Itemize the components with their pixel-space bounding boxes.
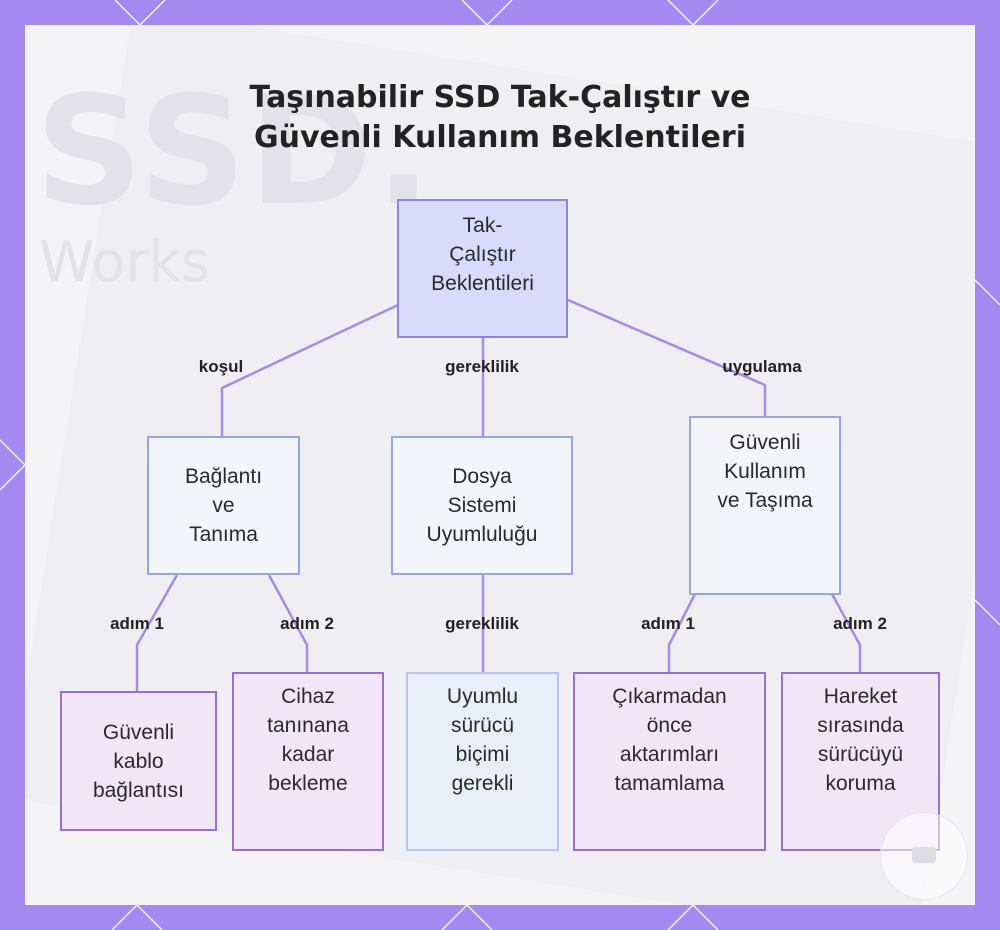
- edge-label-step-2-right: adım 2: [833, 614, 887, 633]
- logo-badge-icon: [880, 812, 968, 900]
- edge-connection-wait: [267, 574, 309, 672]
- node-finish-transfers: Çıkarmadan önce aktarımları tamamlama: [573, 672, 766, 851]
- node-secure-cable: Güvenli kablo bağlantısı: [60, 691, 217, 831]
- edge-label-step-1-left: adım 1: [110, 614, 164, 633]
- edge-connection-cable: [135, 574, 179, 692]
- edge-label-requirement-bottom: gereklilik: [445, 614, 519, 633]
- edge-safe-use-protect: [830, 593, 862, 672]
- node-root-plug-and-play: Tak- Çalıştır Beklentileri: [397, 199, 568, 338]
- node-compatible-format: Uyumlu sürücü biçimi gerekli: [406, 672, 559, 851]
- edge-label-application: uygulama: [722, 357, 802, 376]
- node-connection-recognition: Bağlantı ve Tanıma: [147, 436, 300, 575]
- title-line-2: Güvenli Kullanım Beklentileri: [254, 120, 746, 155]
- background-watermark-title: SSD.: [35, 65, 434, 239]
- edge-label-condition: koşul: [198, 357, 244, 376]
- diagram-title: Taşınabilir SSD Tak-Çalıştır ve Güvenli …: [200, 78, 800, 158]
- edge-root-connection: [220, 303, 399, 436]
- node-safe-use-transport: Güvenli Kullanım ve Taşıma: [689, 416, 841, 595]
- node-wait-recognition: Cihaz tanınana kadar bekleme: [232, 672, 384, 851]
- edge-safe-use-finish: [667, 593, 697, 672]
- edge-label-step-2-left: adım 2: [280, 614, 334, 633]
- background-watermark-subtitle: Works: [39, 230, 210, 295]
- edge-label-requirement-top: gereklilik: [445, 357, 519, 376]
- node-filesystem-compatibility: Dosya Sistemi Uyumluluğu: [391, 436, 573, 575]
- title-line-1: Taşınabilir SSD Tak-Çalıştır ve: [249, 80, 751, 115]
- edge-label-step-1-right: adım 1: [641, 614, 695, 633]
- edge-root-safe-use: [567, 298, 767, 416]
- badge-glyph-icon: [912, 847, 936, 863]
